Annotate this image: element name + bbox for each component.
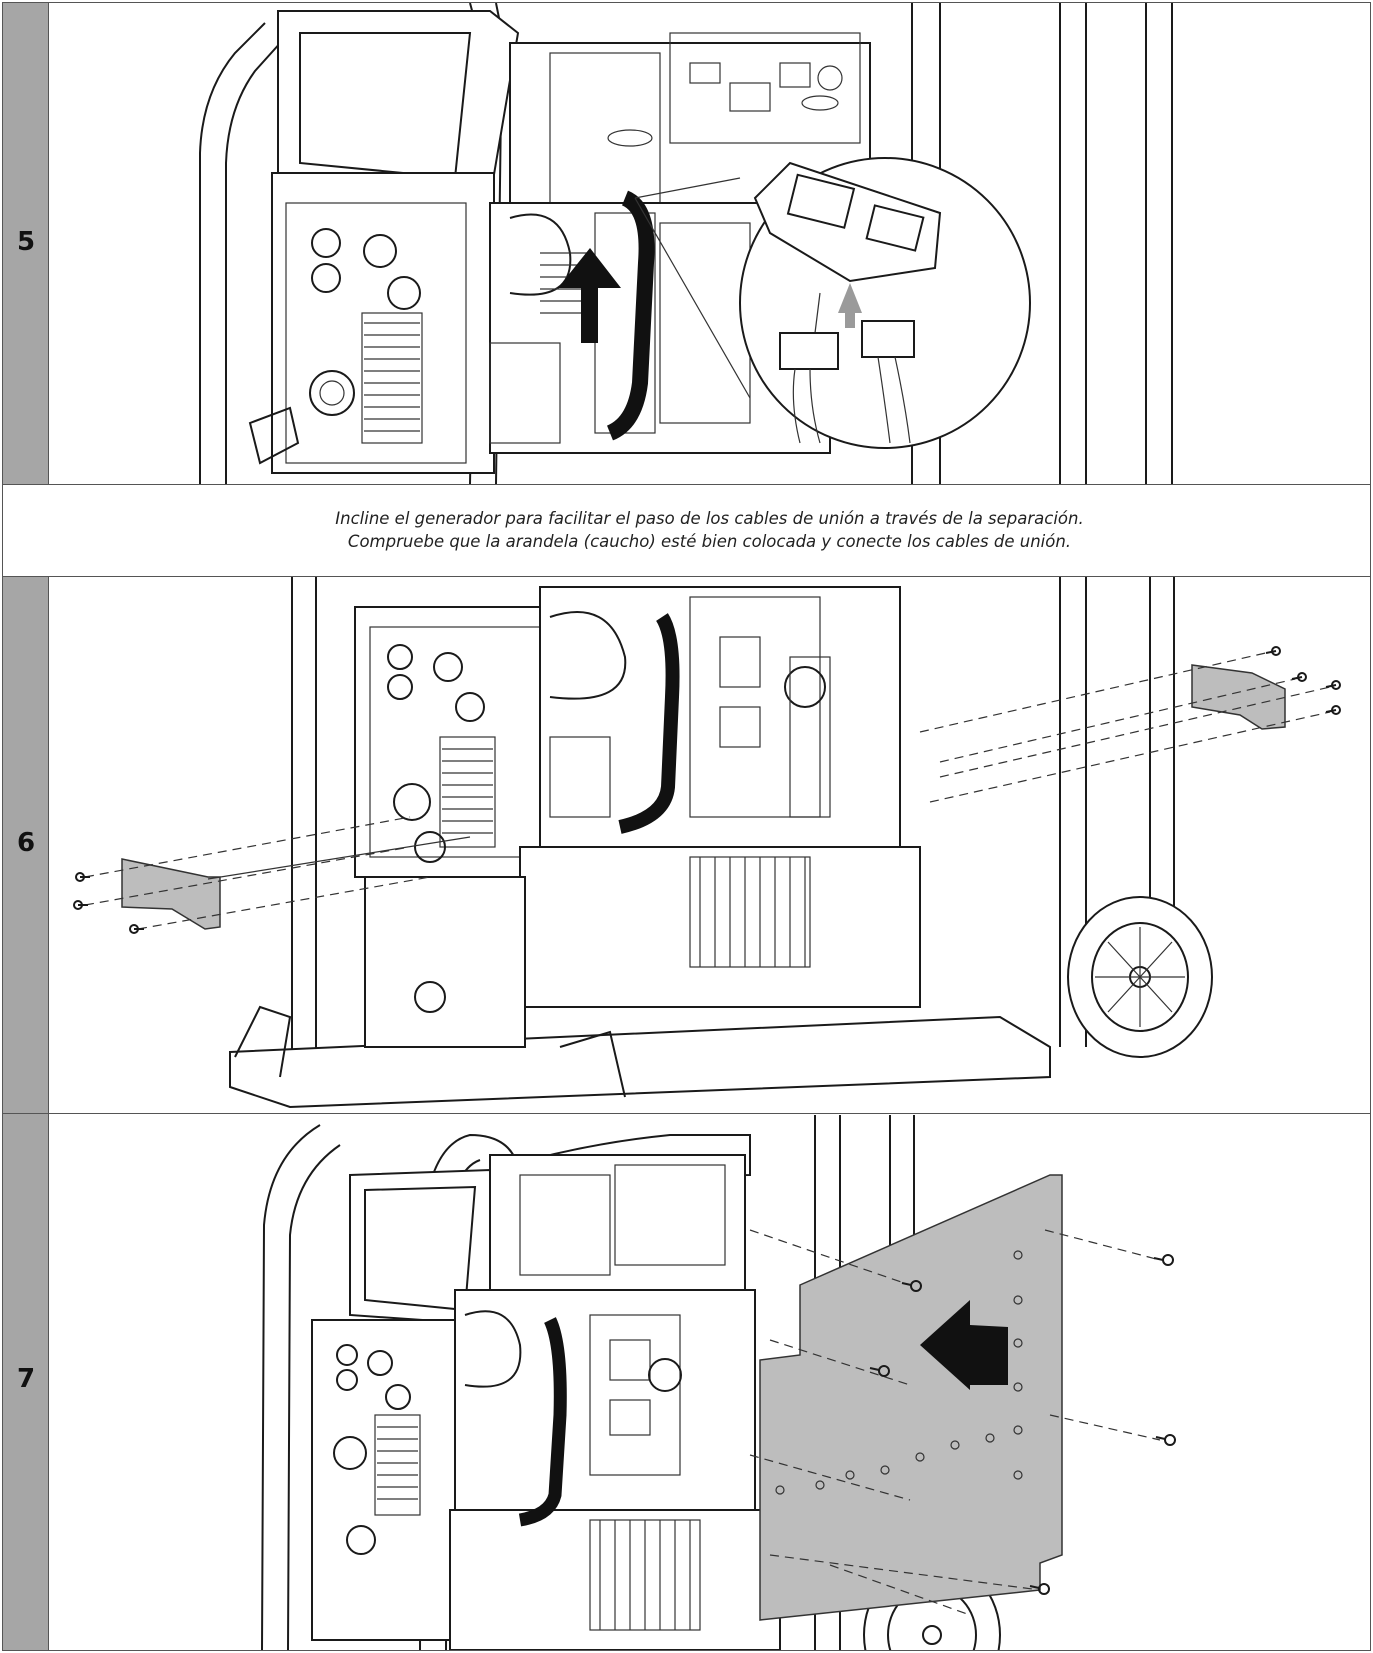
step-5-illustration — [199, 3, 1173, 484]
screw-icon — [1153, 1254, 1174, 1266]
right-side-bracket — [919, 646, 1341, 803]
side-panel — [759, 1174, 1063, 1621]
screw-icon — [1291, 672, 1307, 682]
screw-icon — [129, 924, 144, 934]
step-7-illustration — [261, 1115, 1176, 1650]
cable-bundle — [518, 1317, 567, 1527]
step-5-caption: Incline el generador para facilitar el p… — [50, 484, 1369, 576]
cable-bundle — [618, 613, 680, 834]
left-arrow — [920, 1300, 1008, 1390]
step-6-column: 6 — [3, 576, 49, 1114]
push-arrow — [838, 283, 862, 328]
cable-plug — [779, 332, 839, 370]
screw-icon — [1325, 680, 1341, 690]
cooling-vents — [689, 856, 811, 968]
screw-icon — [1265, 646, 1281, 656]
generator-internals — [449, 1154, 781, 1650]
screw-icon — [901, 1280, 922, 1292]
divider-line — [2, 1113, 1371, 1114]
cooling-vents — [589, 1519, 701, 1631]
up-arrow — [558, 248, 621, 343]
screw-icon — [1029, 1583, 1050, 1595]
step-6-number: 6 — [16, 828, 36, 858]
cable-bundle — [606, 190, 655, 441]
trolley-wheel — [1067, 896, 1213, 1058]
step-5-number: 5 — [16, 227, 36, 257]
screw-icon — [869, 1365, 890, 1377]
screw-icon — [73, 900, 88, 910]
step-7-column: 7 — [3, 1114, 49, 1650]
screw-icon — [75, 872, 90, 882]
step-7-number: 7 — [16, 1364, 36, 1394]
divider-line — [2, 576, 1371, 577]
screw-guides — [749, 1229, 1176, 1616]
divider-line — [2, 484, 1371, 485]
left-side-bracket — [73, 816, 471, 934]
generator-body — [354, 586, 921, 1048]
step-5-column: 5 — [3, 3, 49, 484]
screw-icon — [1155, 1434, 1176, 1446]
step-6-illustration — [73, 577, 1341, 1109]
connector-detail-callout — [634, 157, 1031, 449]
caption-line-1: Incline el generador para facilitar el p… — [335, 509, 1084, 528]
generator-front-panel — [248, 10, 520, 474]
screw-icon — [1325, 705, 1341, 715]
caption-line-2: Compruebe que la arandela (caucho) esté … — [347, 532, 1072, 551]
cable-plug — [861, 320, 915, 358]
